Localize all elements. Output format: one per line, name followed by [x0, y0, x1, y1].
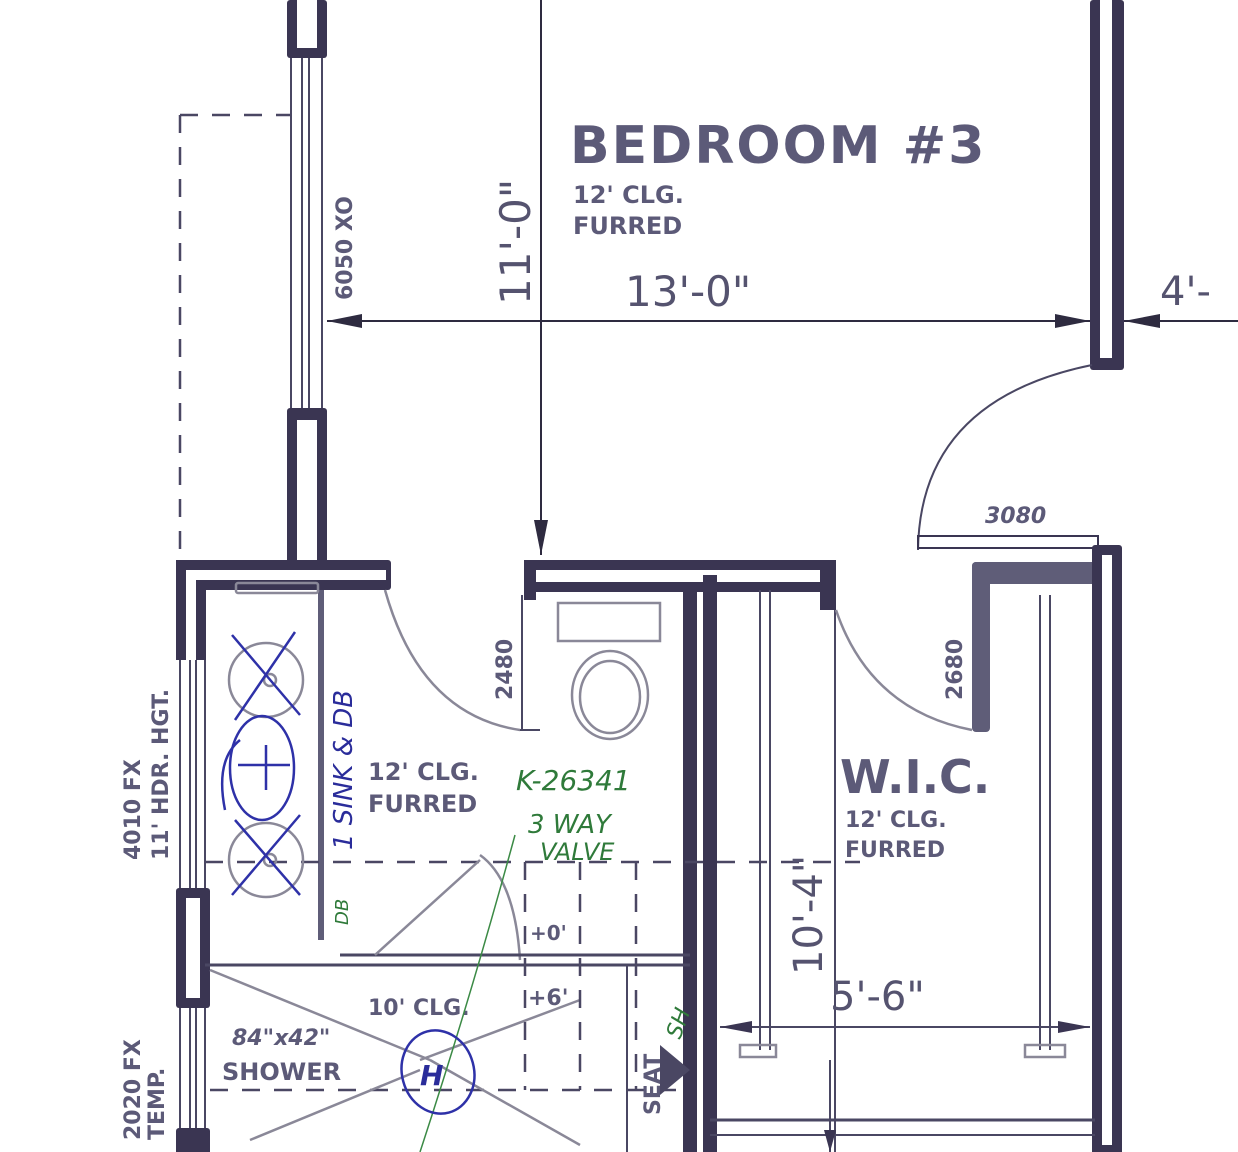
bedroom-window-wall [287, 0, 327, 568]
shower-name: SHOWER [222, 1058, 341, 1086]
dimension-lines [327, 0, 1238, 1152]
bath-ceiling-note: FURRED [368, 790, 477, 818]
bath-window-tag-1: 4010 FX [121, 759, 146, 860]
dim-shower-offset-a: +0' [530, 921, 567, 945]
dim-shower-offset-b: +6' [528, 986, 568, 1011]
seat-label: SEAT [641, 1054, 666, 1115]
shower-mark: H [420, 1059, 443, 1092]
shower-window-tag-1: 2020 FX [121, 1039, 146, 1140]
valve-line-2: VALVE [540, 838, 615, 866]
bedroom-ceiling-note: FURRED [573, 212, 682, 240]
dim-wic-width: 5'-6" [830, 974, 925, 1020]
dim-right-partial: 4'- [1160, 269, 1211, 315]
bedroom-door-tag: 3080 [985, 504, 1046, 529]
wic-name: W.I.C. [840, 750, 990, 804]
porch-outline [178, 113, 290, 560]
shower-window-tag-2: TEMP. [145, 1068, 170, 1140]
shower-size: 84"x42" [232, 1026, 330, 1051]
bath-window-tag-2: 11' HDR. HGT. [149, 689, 174, 860]
bedroom-window-tag: 6050 XO [333, 196, 358, 300]
bedroom-ceiling: 12' CLG. [573, 181, 684, 209]
door-swings [383, 364, 1099, 961]
valve-model: K-26341 [516, 764, 631, 797]
wic-door-tag: 2680 [943, 639, 968, 700]
dim-bedroom-width: 13'-0" [625, 267, 751, 316]
valve-line-1: 3 WAY [528, 810, 613, 840]
dim-wic-depth: 10'-4" [786, 855, 832, 975]
shower-markup: H [400, 834, 516, 1152]
wic-ceiling-note: FURRED [845, 838, 945, 863]
bath-door-tag: 2480 [493, 639, 518, 700]
shower-area [205, 859, 860, 1152]
sink-note: 1 SINK & DB [329, 690, 359, 850]
bath-walls [176, 545, 1122, 1152]
wic-ceiling: 12' CLG. [845, 808, 947, 833]
db-mark: DB [332, 899, 353, 925]
shower-ceiling: 10' CLG. [368, 996, 470, 1021]
bedroom-right-wall [1090, 0, 1124, 370]
bedroom-name: BEDROOM #3 [570, 116, 986, 176]
vanity-sinks [220, 631, 305, 899]
bath-ceiling: 12' CLG. [368, 758, 479, 786]
dim-bedroom-depth: 11'-0" [491, 179, 540, 305]
